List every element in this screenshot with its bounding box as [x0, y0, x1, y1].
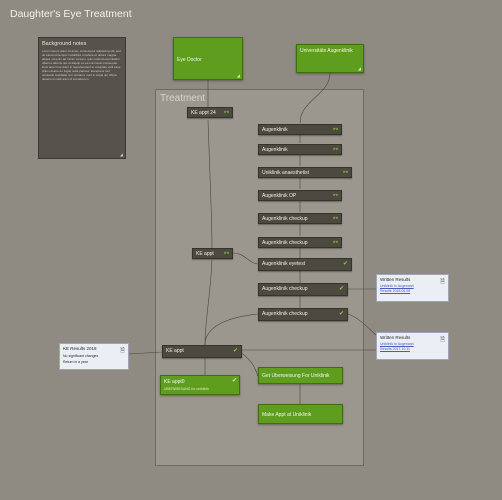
card-label: KE appt — [166, 348, 184, 354]
doc-written-results-1[interactable]: Written Results 🗎 Uniklinik to Augenarzt… — [376, 274, 449, 302]
doc-ke-results-2018[interactable]: KE Results 2018 🗎 No significant changes… — [59, 343, 129, 370]
card-label: KE appt 24 — [191, 110, 216, 116]
link-icon[interactable]: ⚯ — [342, 170, 348, 176]
document-icon: 🗎 — [120, 348, 125, 354]
connector — [239, 351, 259, 377]
connector — [232, 252, 259, 265]
doc-link[interactable]: Uniklinik to Augenarzt — [380, 284, 414, 288]
board-title: Daughter's Eye Treatment — [10, 8, 132, 20]
resize-icon[interactable]: ◢ — [236, 73, 240, 78]
card-label: Augenklinik — [262, 147, 288, 153]
resize-icon[interactable]: ◢ — [119, 152, 123, 157]
document-icon: 🗎 — [440, 279, 445, 285]
link-icon[interactable]: ⚯ — [332, 240, 338, 246]
connector — [347, 313, 377, 336]
card-augenklinik-checkup-1[interactable]: Augenklinik checkup ⚯ — [258, 213, 342, 224]
check-icon[interactable]: ✔ — [338, 286, 344, 292]
connector — [204, 259, 213, 346]
card-label: Augenklinik checkup — [262, 286, 308, 292]
card-augenklinik-2[interactable]: Augenklinik ⚯ — [258, 144, 342, 155]
card-augenklinik-checkup-3[interactable]: Augenklinik checkup ✔ — [258, 283, 348, 296]
doc-title: Written Results — [380, 277, 411, 282]
note-title: Background notes — [42, 41, 87, 47]
card-label: Augenklinik — [262, 127, 288, 133]
ke-appt0-sub: UBERWEISUNG for unikilnik — [164, 387, 209, 391]
universitats-augenklinik-card[interactable]: Universitäts Augenklinik ◢ — [296, 44, 364, 73]
doc-written-results-2[interactable]: Written Results 🗎 Uniklinik to Augenarzt… — [376, 332, 449, 360]
check-icon[interactable]: ✔ — [232, 348, 238, 354]
card-augenklinik-op[interactable]: Augenklinik OP ⚯ — [258, 190, 342, 201]
get-uberweisung-card[interactable]: Get Uberweisung For Uniklinik — [258, 367, 343, 384]
ke-appt0-label: KE appt0 — [164, 379, 185, 385]
connector — [299, 72, 331, 124]
card-ke-appt24[interactable]: KE appt 24 ⚯ — [187, 107, 233, 118]
note-body: Lorem ipsum dolor sit amet, consectetur … — [42, 49, 121, 81]
card-augenklinik-checkup-2[interactable]: Augenklinik checkup ⚯ — [258, 237, 342, 248]
universitats-label: Universitäts Augenklinik — [300, 48, 353, 54]
link-icon[interactable]: ⚯ — [332, 216, 338, 222]
card-label: Augenklinik checkup — [262, 240, 308, 246]
card-augenklinik-checkup-4[interactable]: Augenklinik checkup ✔ — [258, 308, 348, 321]
doc-link[interactable]: Results 2018.06.08 — [380, 289, 411, 293]
doc-link[interactable]: Results 2017.10.11 — [380, 347, 410, 351]
doc-line: Return in a year — [63, 360, 88, 364]
card-label: KE appt — [196, 251, 214, 257]
background-notes[interactable]: Background notes Lorem ipsum dolor sit a… — [38, 37, 126, 159]
connector — [204, 313, 259, 346]
card-label: Uniklinik anaesthetist — [262, 170, 309, 176]
doc-line: No significant changes — [63, 354, 99, 358]
get-uberweisung-label: Get Uberweisung For Uniklinik — [262, 373, 330, 379]
card-label: Augenklinik OP — [262, 193, 297, 199]
eye-doctor-label: Eye Doctor — [177, 57, 202, 63]
connector — [207, 119, 213, 249]
link-icon[interactable]: ⚯ — [223, 110, 229, 116]
doc-link[interactable]: Uniklinik to Augenarzt — [380, 342, 414, 346]
make-appt-label: Make Appt at Uniklinik — [262, 412, 312, 418]
card-ke-appt-low[interactable]: KE appt ✔ — [162, 345, 242, 358]
card-label: Augenklinik eyetest — [262, 261, 306, 267]
check-icon[interactable]: ✔ — [231, 378, 237, 384]
card-augenklinik-eyetest[interactable]: Augenklinik eyetest ✔ — [258, 258, 352, 271]
document-icon: 🗎 — [440, 337, 445, 343]
make-appt-card[interactable]: Make Appt at Uniklinik — [258, 404, 343, 424]
card-label: Augenklinik checkup — [262, 311, 308, 317]
connector — [128, 351, 163, 355]
link-icon[interactable]: ⚯ — [332, 193, 338, 199]
eye-doctor-card[interactable]: Eye Doctor ◢ — [173, 37, 243, 80]
link-icon[interactable]: ⚯ — [332, 147, 338, 153]
check-icon[interactable]: ✔ — [338, 311, 344, 317]
card-ke-appt-mid[interactable]: KE appt ⚯ — [192, 248, 233, 259]
card-uniklinik-anaesthetist[interactable]: Uniklinik anaesthetist ⚯ — [258, 167, 352, 178]
card-label: Augenklinik checkup — [262, 216, 308, 222]
card-augenklinik-1[interactable]: Augenklinik ⚯ — [258, 124, 342, 135]
doc-title: Written Results — [380, 335, 411, 340]
check-icon[interactable]: ✔ — [342, 261, 348, 267]
resize-icon[interactable]: ◢ — [357, 66, 361, 71]
ke-appt0-card[interactable]: KE appt0 UBERWEISUNG for unikilnik ✔ — [160, 375, 240, 395]
doc-title: KE Results 2018 — [63, 346, 97, 351]
link-icon[interactable]: ⚯ — [223, 251, 229, 257]
link-icon[interactable]: ⚯ — [332, 127, 338, 133]
group-title: Treatment — [160, 93, 206, 104]
